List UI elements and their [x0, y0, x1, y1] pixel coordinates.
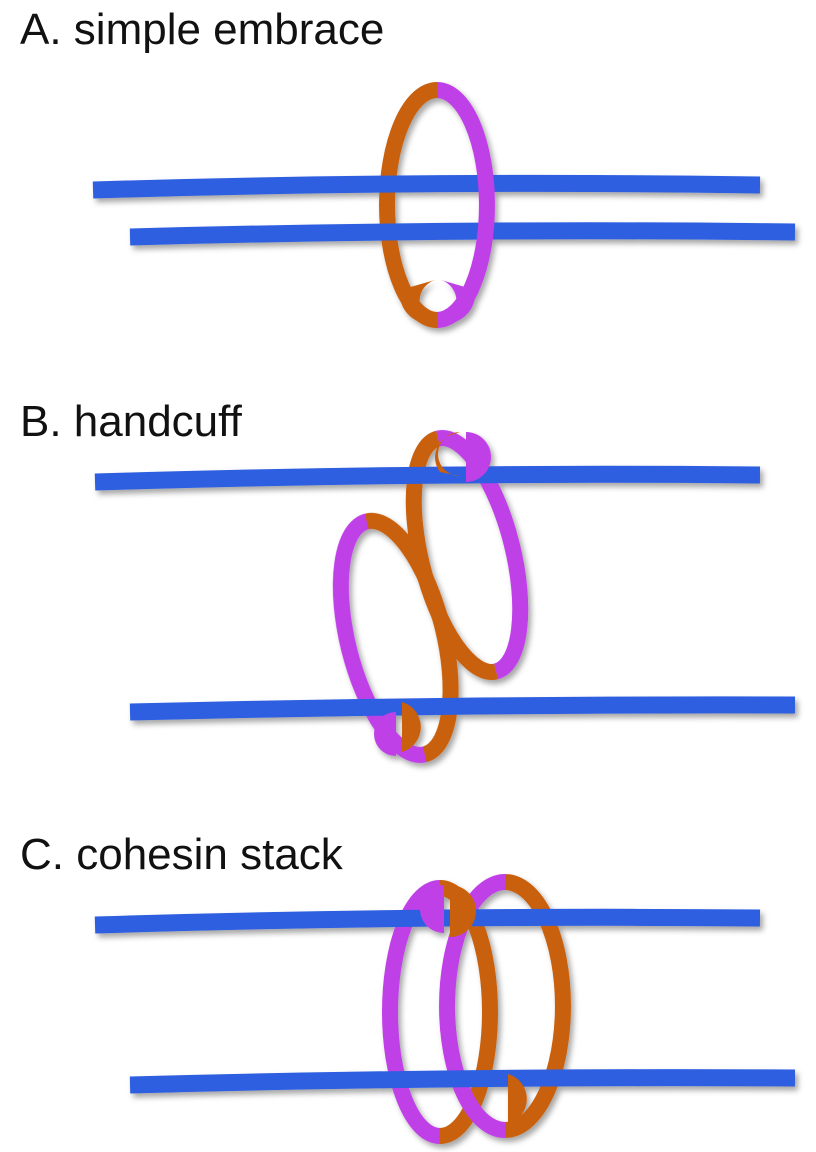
ring-purple-half	[332, 513, 427, 763]
dna-strand	[129, 1069, 796, 1094]
dna-strand	[129, 222, 796, 246]
panel-a-label: A. simple embrace	[20, 5, 385, 54]
ring-orange-half	[379, 82, 438, 328]
head-purple	[466, 432, 491, 482]
panel-c-cohesin-stack	[94, 874, 796, 1144]
dna-strand	[92, 174, 761, 199]
head-orange	[508, 1074, 527, 1124]
ring-purple-half	[439, 874, 506, 1138]
ring-purple-half	[382, 880, 441, 1144]
ring-orange-half	[504, 874, 571, 1138]
dna-strand	[94, 465, 761, 491]
head-purple	[420, 885, 444, 933]
panel-c-label: C. cohesin stack	[20, 830, 343, 879]
dna-strand	[129, 696, 796, 721]
ring-purple-half	[436, 82, 495, 328]
ring-orange-half	[364, 512, 459, 763]
head-purple	[374, 712, 396, 756]
head-orange	[402, 702, 421, 752]
head-orange	[399, 280, 435, 322]
head-purple	[441, 280, 476, 322]
panel-b-handcuff	[94, 430, 796, 763]
panel-a-simple-embrace	[92, 82, 796, 328]
ring-purple-half	[436, 430, 529, 680]
head-orange	[450, 885, 476, 937]
panel-b-label: B. handcuff	[20, 397, 242, 446]
